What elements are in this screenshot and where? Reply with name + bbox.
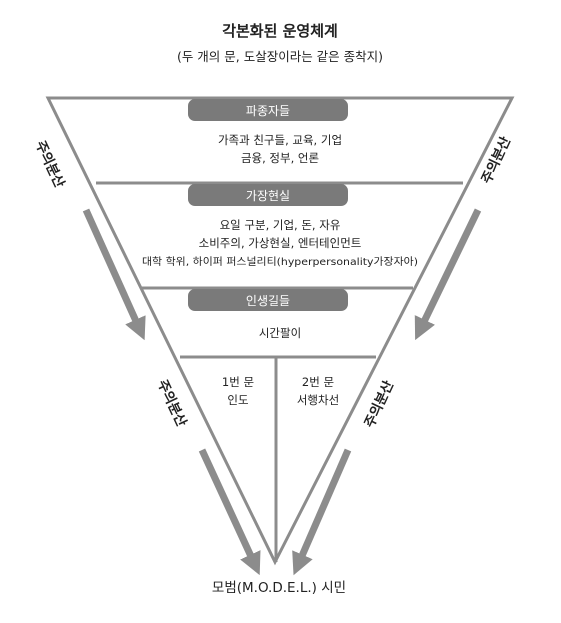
tier-line: 대학 학위, 하이퍼 퍼스널리티(hyperpersonality가장자아) [142, 255, 418, 268]
arrow-lower-right [292, 448, 352, 576]
side-label-upper-right: 주의분산 [478, 133, 515, 186]
tier-sowers: 파종자들 가족과 친구들, 교육, 기업 금융, 정부, 언론 [188, 99, 348, 165]
door-label: 인도 [227, 393, 248, 407]
tier-header-pill [188, 289, 348, 311]
tier-life-paths: 인생길들 시간팔이 [188, 289, 348, 340]
tier-line: 시간팔이 [259, 326, 301, 340]
door-label: 서행차선 [297, 393, 339, 407]
tier-header-label: 파종자들 [246, 104, 290, 118]
tier-line: 가족과 친구들, 교육, 기업 [218, 133, 342, 147]
funnel-triangle [45, 96, 515, 566]
door-2: 2번 문 서행차선 [297, 375, 339, 407]
arrow-upper-right [414, 208, 482, 341]
destination-label: 모범(M.O.D.E.L.) 시민 [212, 580, 346, 596]
distraction-arrows [82, 208, 482, 576]
tier-header-pill [188, 99, 348, 121]
tier-line: 금융, 정부, 언론 [241, 151, 319, 165]
side-label-upper-left: 주의분산 [32, 138, 69, 191]
door-1: 1번 문 인도 [222, 375, 254, 407]
diagram-title: 각본화된 운영체계 [222, 22, 338, 40]
tier-pseudo-reality: 가장현실 요일 구분, 기업, 돈, 자유 소비주의, 가상현실, 엔터테인먼트… [142, 184, 418, 268]
arrow-upper-left [82, 208, 146, 341]
arrow-lower-left [198, 448, 261, 576]
door-label: 2번 문 [302, 375, 334, 389]
tier-line: 소비주의, 가상현실, 엔터테인먼트 [199, 236, 362, 250]
tier-header-label: 가장현실 [246, 189, 290, 203]
door-label: 1번 문 [222, 375, 254, 389]
diagram-subtitle: (두 개의 문, 도살장이라는 같은 종착지) [177, 49, 383, 64]
tier-line: 요일 구분, 기업, 돈, 자유 [220, 218, 341, 232]
funnel-outline [45, 96, 515, 566]
side-label-lower-left: 주의분산 [154, 377, 191, 430]
tier-header-pill [188, 184, 348, 206]
tier-header-label: 인생길들 [246, 294, 290, 308]
